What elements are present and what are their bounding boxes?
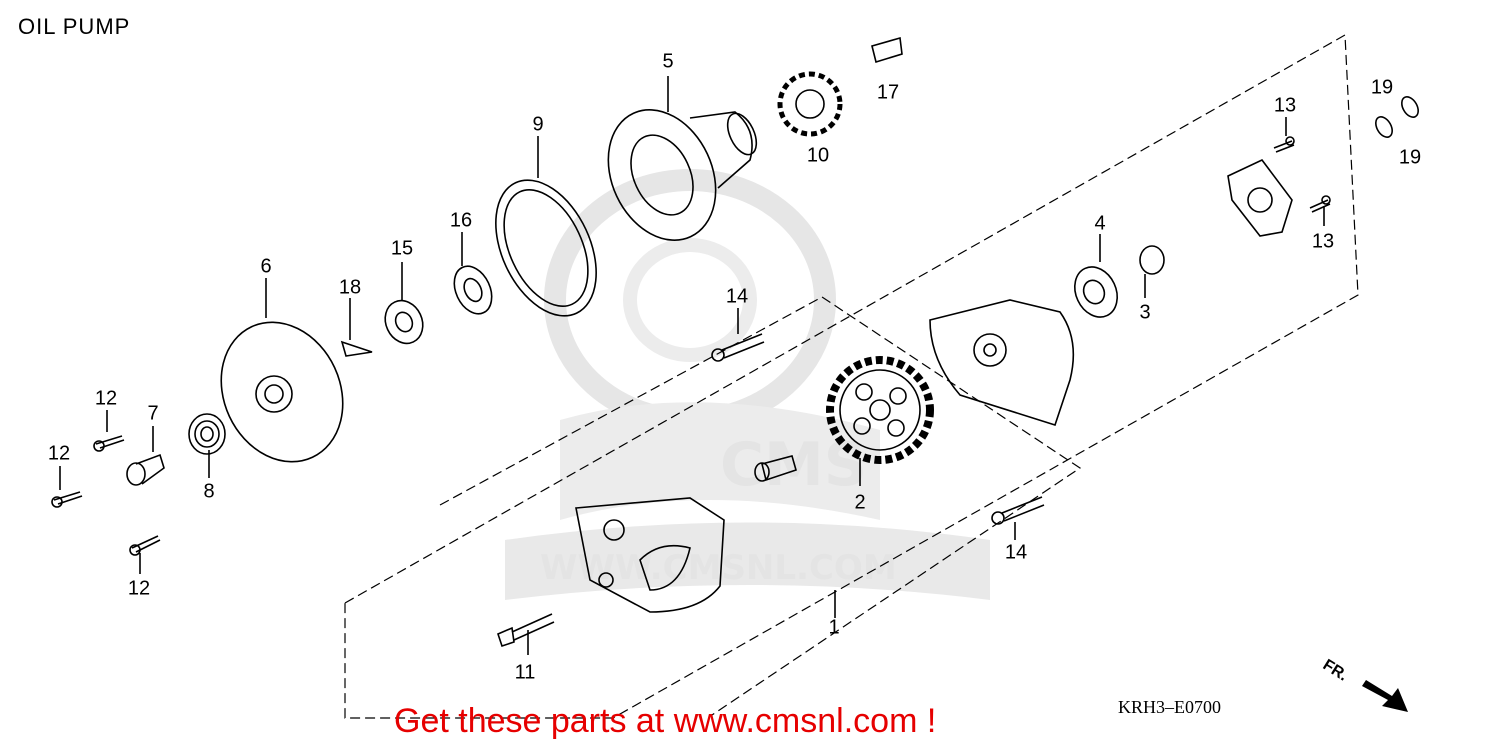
diagram-code: KRH3–E0700 [1118, 697, 1221, 717]
callout-12a[interactable]: 12 [94, 387, 118, 410]
callout-12c[interactable]: 12 [127, 577, 151, 600]
callout-13b[interactable]: 13 [1311, 230, 1335, 253]
diagram-title: OIL PUMP [18, 14, 131, 39]
callout-17[interactable]: 17 [876, 81, 900, 104]
callout-14a[interactable]: 14 [725, 285, 749, 308]
callout-9[interactable]: 9 [532, 113, 544, 136]
callout-1[interactable]: 1 [828, 616, 840, 639]
callout-18[interactable]: 18 [338, 276, 362, 299]
callout-6[interactable]: 6 [260, 255, 272, 278]
callout-13a[interactable]: 13 [1273, 94, 1297, 117]
callout-4[interactable]: 4 [1094, 212, 1106, 235]
promo-link[interactable]: Get these parts at www.cmsnl.com ! [394, 702, 937, 740]
callout-5[interactable]: 5 [662, 50, 674, 73]
callout-10[interactable]: 10 [806, 144, 830, 167]
callout-3[interactable]: 3 [1139, 301, 1151, 324]
callout-14b[interactable]: 14 [1004, 541, 1028, 564]
callout-16[interactable]: 16 [449, 209, 473, 232]
callout-19a[interactable]: 19 [1370, 76, 1394, 99]
callout-19b[interactable]: 19 [1398, 146, 1422, 169]
callout-2[interactable]: 2 [854, 491, 866, 514]
callout-15[interactable]: 15 [390, 237, 414, 260]
callout-7[interactable]: 7 [147, 402, 159, 425]
callout-11[interactable]: 11 [514, 661, 536, 684]
callout-12b[interactable]: 12 [47, 442, 71, 465]
callout-8[interactable]: 8 [203, 480, 215, 503]
